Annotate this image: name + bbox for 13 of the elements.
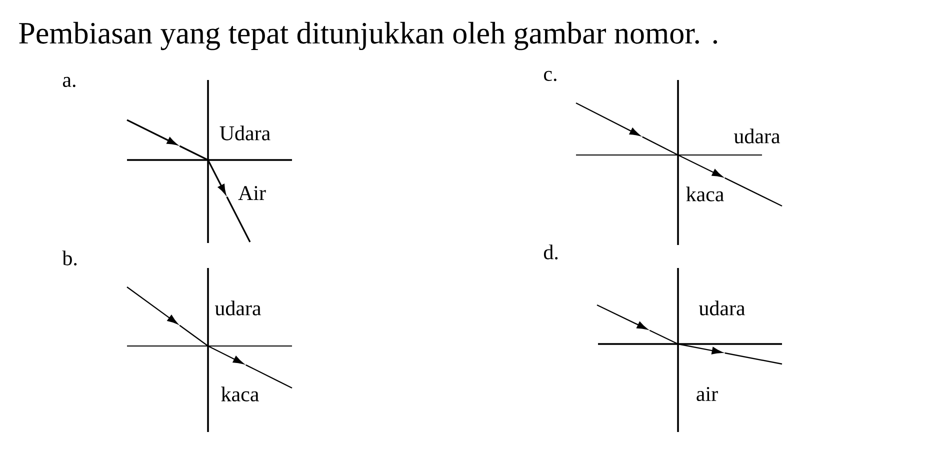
medium-label: udara	[698, 300, 746, 316]
medium-label: air	[696, 386, 718, 402]
medium-label: Air	[238, 186, 266, 200]
question-text: Pembiasan yang tepat ditunjukkan oleh gambar nomor. .	[19, 22, 718, 50]
option-letter: a.	[62, 76, 76, 88]
medium-label: udara	[214, 300, 262, 316]
medium-label: kaca	[221, 386, 259, 402]
medium-label: Udara	[220, 126, 270, 140]
option-letter: d.	[544, 244, 558, 260]
option-letter: c.	[544, 70, 556, 82]
medium-label: kaca	[686, 186, 724, 202]
medium-label: udara	[734, 128, 780, 144]
option-letter: b.	[62, 250, 77, 266]
